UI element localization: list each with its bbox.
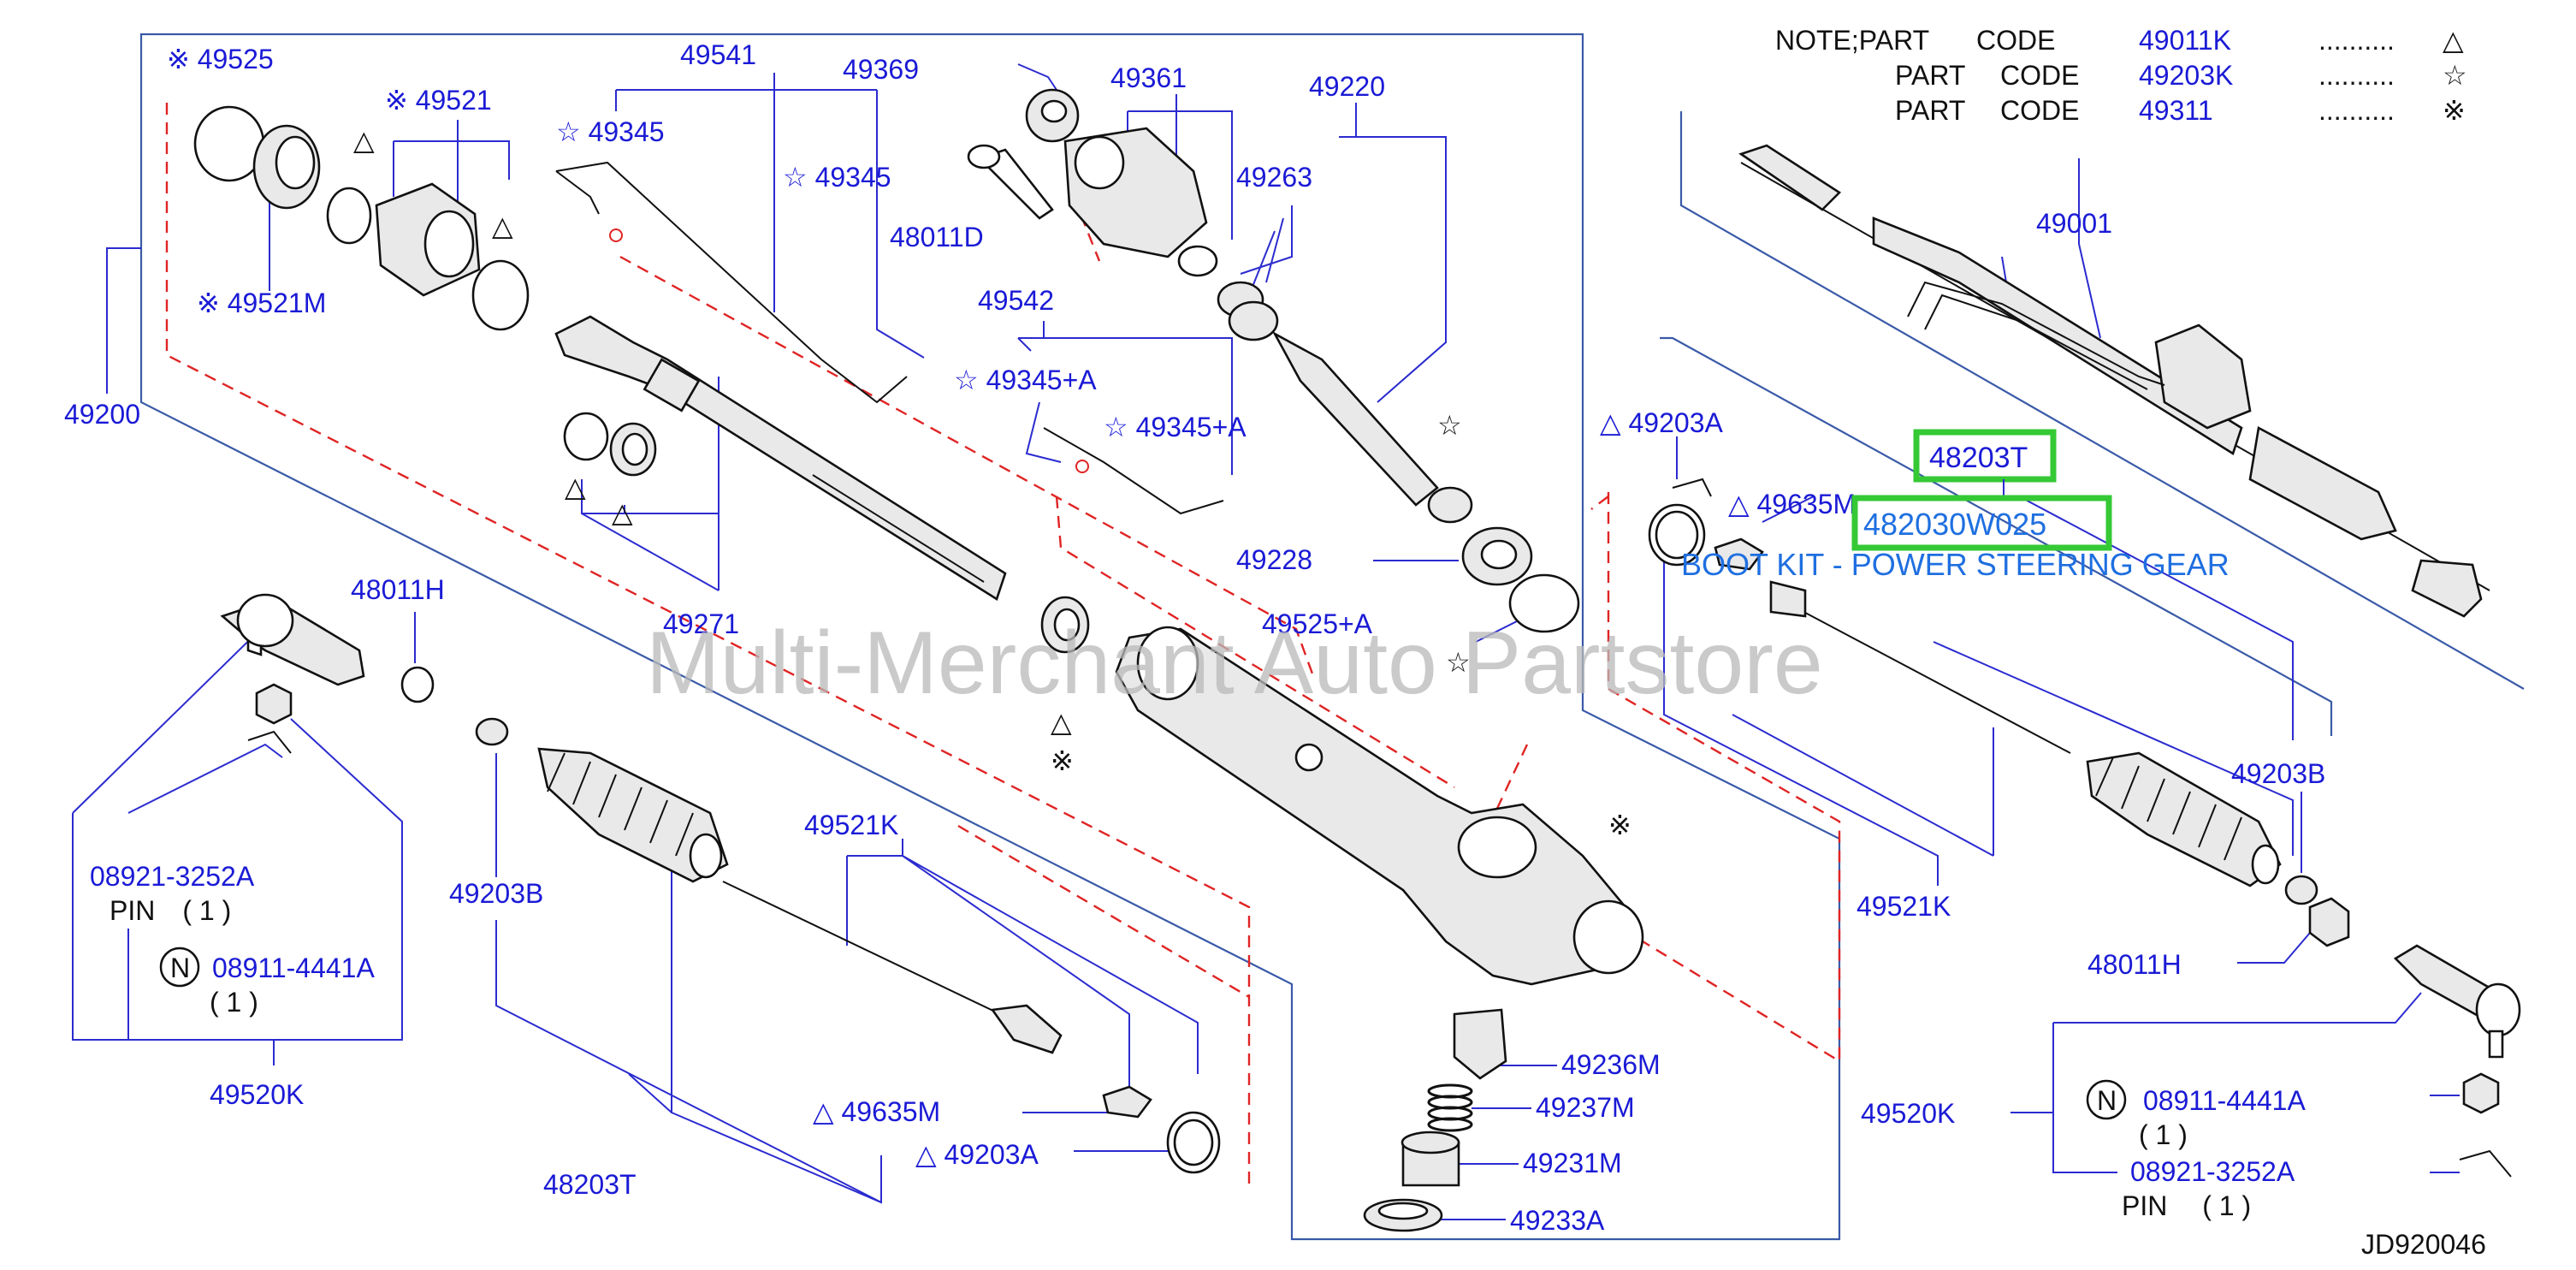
note-1-code-label: CODE <box>1976 25 2055 56</box>
label-pin-right: PIN ( 1 ) <box>2122 1190 2251 1221</box>
label-08921-left: 08921-3252A <box>90 861 255 892</box>
dash-right-upper <box>1055 496 1455 789</box>
note-1-symbol: △ <box>2443 25 2464 56</box>
label-qty-left: ( 1 ) <box>210 987 258 1018</box>
note-3-code-label: CODE <box>2000 95 2079 126</box>
svg-text:N: N <box>2097 1085 2117 1116</box>
label-49263: 49263 <box>1236 162 1312 193</box>
label-08921-right: 08921-3252A <box>2130 1156 2295 1187</box>
svg-text:N: N <box>170 952 190 983</box>
label-pin-left: PIN ( 1 ) <box>110 895 231 926</box>
label-49541: 49541 <box>680 39 756 70</box>
circle-n-right: N <box>2086 1079 2127 1120</box>
label-49203B-right: 49203B <box>2231 758 2325 789</box>
note-2-code-label: CODE <box>2000 60 2079 91</box>
label-49345-left: ☆ 49345 <box>556 116 665 147</box>
circle-n-left: N <box>159 947 200 988</box>
label-49525A: 49525+A <box>1262 608 1373 639</box>
label-49203B-left: 49203B <box>449 878 543 909</box>
label-49521: ※ 49521 <box>385 85 492 116</box>
highlight-description: BOOT KIT - POWER STEERING GEAR <box>1681 547 2230 582</box>
label-49521M: ※ 49521M <box>197 288 326 318</box>
label-qty-right: ( 1 ) <box>2139 1119 2188 1150</box>
triangle-mark-3: △ <box>565 472 586 502</box>
assembly-frames <box>106 33 2525 1241</box>
highlight-box-part-number[interactable] <box>1913 429 2057 483</box>
triangle-mark-1: △ <box>353 125 375 156</box>
part-labels: ※ 49525 ※ 49521 ※ 49521M 49200 49541 493… <box>64 39 2486 1260</box>
label-49521K-right: 49521K <box>1856 891 1951 922</box>
label-49001: 49001 <box>2036 208 2112 239</box>
note-block: NOTE;PART CODE 49011K .......... △ PART … <box>1775 25 2467 126</box>
dash-lower-rod <box>957 824 1250 999</box>
label-08911-left: 08911-4441A <box>212 952 375 983</box>
note-1-code: 49011K <box>2139 25 2231 56</box>
note-2-symbol: ☆ <box>2443 60 2467 91</box>
label-49231M: 49231M <box>1523 1148 1622 1178</box>
symbol-marks: △ △ △ △ △ ※ ☆ ☆ ※ <box>353 125 1631 840</box>
label-49345A-left: ☆ 49345+A <box>954 365 1097 395</box>
dash-mid-upper <box>619 255 1315 677</box>
label-49236M: 49236M <box>1561 1049 1661 1080</box>
note-2-code: 49203K <box>2139 60 2233 91</box>
frame-right-boot <box>1660 336 2333 736</box>
label-49520K-right: 49520K <box>1861 1098 1955 1129</box>
highlighted-part[interactable]: 48203T 482030W025 BOOT KIT - POWER STEER… <box>1681 429 2230 582</box>
note-1-dots: .......... <box>2318 25 2395 56</box>
label-49271: 49271 <box>663 608 739 639</box>
dash-right-box-top <box>1590 496 1609 510</box>
label-49233A: 49233A <box>1510 1205 1605 1236</box>
leader-49200 <box>106 247 141 394</box>
star-mark-2: ☆ <box>1446 647 1471 678</box>
frame-49200 <box>139 33 1841 1241</box>
highlight-box-oem-code[interactable] <box>1851 495 2112 551</box>
highlight-oem-code: 482030W025 <box>1863 507 2046 542</box>
watermark: Multi-Merchant Auto Partstore <box>646 614 1823 713</box>
label-49525: ※ 49525 <box>167 44 274 74</box>
label-49345-right: ☆ 49345 <box>783 162 891 193</box>
frame-49001 <box>1679 111 2525 690</box>
triangle-mark-5: △ <box>1051 707 1072 738</box>
note-3-symbol: ※ <box>2443 95 2466 126</box>
dash-right-box <box>1607 492 1841 1064</box>
star-mark-1: ☆ <box>1437 410 1462 441</box>
label-49203A-left: △ 49203A <box>915 1139 1039 1170</box>
highlight-part-number: 48203T <box>1929 442 2028 474</box>
diagram-id: JD920046 <box>2361 1229 2486 1260</box>
label-49203A-right: △ 49203A <box>1600 407 1723 438</box>
label-49520K-left: 49520K <box>210 1079 304 1110</box>
label-48011H-right: 48011H <box>2087 949 2182 980</box>
label-49369: 49369 <box>843 54 919 85</box>
label-49542: 49542 <box>978 285 1054 316</box>
label-49228: 49228 <box>1236 544 1312 575</box>
note-1-prefix: NOTE;PART <box>1775 25 1929 56</box>
label-49237M: 49237M <box>1536 1092 1635 1123</box>
label-49220: 49220 <box>1309 71 1385 102</box>
label-48011D: 48011D <box>890 222 984 252</box>
note-3-prefix: PART <box>1895 95 1965 126</box>
parts-artwork <box>193 88 2521 1232</box>
dash-left-lower <box>165 103 1251 1185</box>
label-49361: 49361 <box>1110 62 1187 93</box>
label-08911-right: 08911-4441A <box>2143 1085 2306 1116</box>
label-49635M-left: △ 49635M <box>813 1096 940 1127</box>
note-2-dots: .......... <box>2318 60 2395 91</box>
triangle-mark-4: △ <box>612 497 633 528</box>
ref-mark-2: ※ <box>1608 810 1631 840</box>
label-49345A-right: ☆ 49345+A <box>1104 412 1247 442</box>
triangle-mark-2: △ <box>492 211 513 241</box>
label-49200: 49200 <box>64 399 140 430</box>
ref-mark-1: ※ <box>1051 745 1074 776</box>
note-3-code: 49311 <box>2139 95 2213 126</box>
label-49521K-left: 49521K <box>804 810 898 840</box>
label-48011H-left: 48011H <box>351 574 445 605</box>
note-2-prefix: PART <box>1895 60 1965 91</box>
label-48203T-left: 48203T <box>543 1169 637 1200</box>
label-49635M-right: △ 49635M <box>1728 489 1856 519</box>
note-3-dots: .......... <box>2318 95 2395 126</box>
